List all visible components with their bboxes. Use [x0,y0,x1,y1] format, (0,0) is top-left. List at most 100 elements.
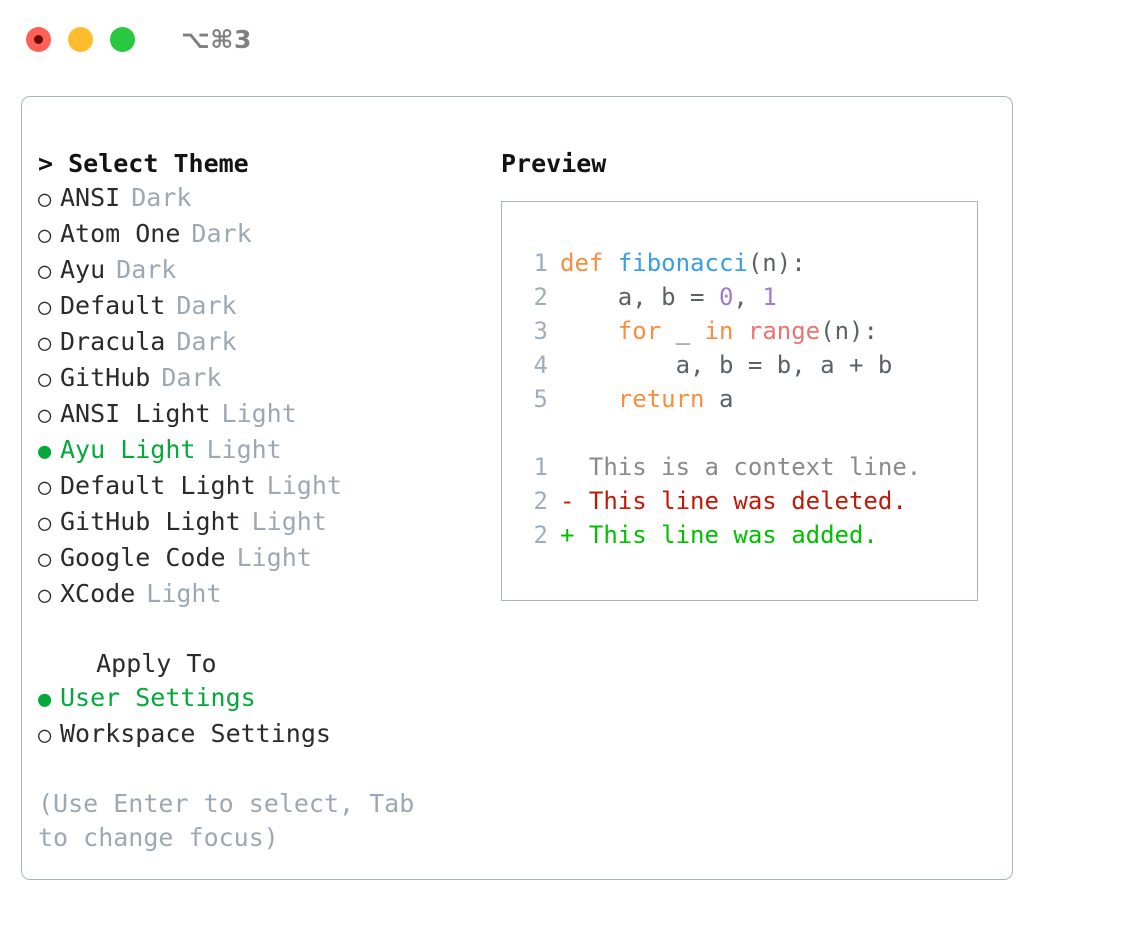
code-token: _ [661,317,705,345]
title-bar: ⌥⌘3 [0,0,1140,78]
maximize-button[interactable] [110,26,135,52]
theme-option-label: Atom One [60,219,181,248]
theme-option-label: Default Light [60,471,256,500]
spacer [502,416,977,450]
theme-option-tag: Light [266,471,342,500]
window-controls [26,26,135,52]
select-theme-heading: > Select Theme [38,149,249,178]
theme-option-label: ANSI [60,183,121,212]
apply-option-label: Workspace Settings [60,719,331,748]
code-token: a, b = [560,283,719,311]
radio-unselected-icon: ○ [38,547,52,572]
theme-option-label: Ayu Light [60,435,196,464]
code-line: 1 def fibonacci(n): [502,246,977,280]
diff-line-deleted: 2- This line was deleted. [502,484,977,518]
code-line-content: def fibonacci(n): [560,246,806,280]
theme-option-label: ANSI Light [60,399,211,428]
theme-option-default-light[interactable]: ○ Default Light Light [38,469,488,505]
apply-option-user-settings[interactable]: ● User Settings [38,681,488,717]
theme-option-label: GitHub [60,363,151,392]
code-token: for [617,317,662,345]
preview-heading: Preview [501,149,607,178]
theme-option-tag: Light [146,579,222,608]
code-token [560,385,618,413]
code-line-content: for _ in range(n): [560,314,878,348]
close-button[interactable] [26,26,51,52]
theme-option-tag: Dark [161,363,222,392]
theme-option-tag: Light [236,543,312,572]
theme-option-tag: Light [206,435,282,464]
code-token: in [704,317,734,345]
radio-selected-icon: ● [38,439,52,464]
radio-unselected-icon: ○ [38,259,52,284]
code-token: range [747,317,821,345]
code-token [603,249,617,277]
keyboard-shortcut-label: ⌥⌘3 [181,24,252,54]
apply-option-workspace-settings[interactable]: ○ Workspace Settings [38,717,488,753]
radio-unselected-icon: ○ [38,723,52,748]
theme-option-tag: Light [221,399,297,428]
theme-option-atom-one[interactable]: ○ Atom One Dark [38,217,488,253]
recording-indicator-icon [34,34,43,44]
theme-option-label: Google Code [60,543,226,572]
code-token: (n): [820,317,878,345]
radio-unselected-icon: ○ [38,583,52,608]
theme-option-tag: Dark [176,327,237,356]
minimize-button[interactable] [68,26,93,52]
code-line: 4 a, b = b, a + b [502,348,977,382]
theme-option-tag: Dark [176,291,237,320]
line-number: 2 [533,283,548,311]
diff-sample: 1 This is a context line.2- This line wa… [502,450,977,552]
code-token: a, b = b, a + b [560,351,893,379]
code-token: 1 [762,283,777,311]
theme-option-google-code[interactable]: ○ Google Code Light [38,541,488,577]
line-number: 1 [533,249,548,277]
theme-option-ansi[interactable]: ○ ANSI Dark [38,181,488,217]
code-line-content: a, b = 0, 1 [560,280,777,314]
code-line-content: a, b = b, a + b [560,348,893,382]
theme-option-tag: Dark [131,183,192,212]
radio-unselected-icon: ○ [38,331,52,356]
apply-option-label: User Settings [60,683,256,712]
radio-unselected-icon: ○ [38,223,52,248]
theme-option-ansi-light[interactable]: ○ ANSI Light Light [38,397,488,433]
line-number: 2 [533,487,548,515]
code-token [733,317,747,345]
radio-unselected-icon: ○ [38,403,52,428]
theme-option-label: Dracula [60,327,166,356]
diff-line-content: + This line was added. [560,521,878,549]
theme-option-label: Ayu [60,255,106,284]
theme-option-dracula[interactable]: ○ Dracula Dark [38,325,488,361]
radio-unselected-icon: ○ [38,475,52,500]
code-line: 2 a, b = 0, 1 [502,280,977,314]
code-token: (n): [747,249,806,277]
radio-unselected-icon: ○ [38,187,52,212]
theme-option-ayu-light[interactable]: ● Ayu Light Light [38,433,488,469]
line-number: 1 [533,453,548,481]
code-token [560,317,618,345]
line-number: 5 [533,385,548,413]
theme-option-label: GitHub Light [60,507,241,536]
code-token: return [617,385,705,413]
apply-to-heading: Apply To [66,649,217,678]
theme-option-tag: Dark [191,219,252,248]
code-token: 0 [718,283,734,311]
apply-to-list[interactable]: ● User Settings ○ Workspace Settings [38,681,488,753]
line-number: 3 [533,317,548,345]
theme-option-label: Default [60,291,166,320]
code-token: fibonacci [617,249,748,277]
radio-selected-icon: ● [38,687,52,712]
radio-unselected-icon: ○ [38,511,52,536]
